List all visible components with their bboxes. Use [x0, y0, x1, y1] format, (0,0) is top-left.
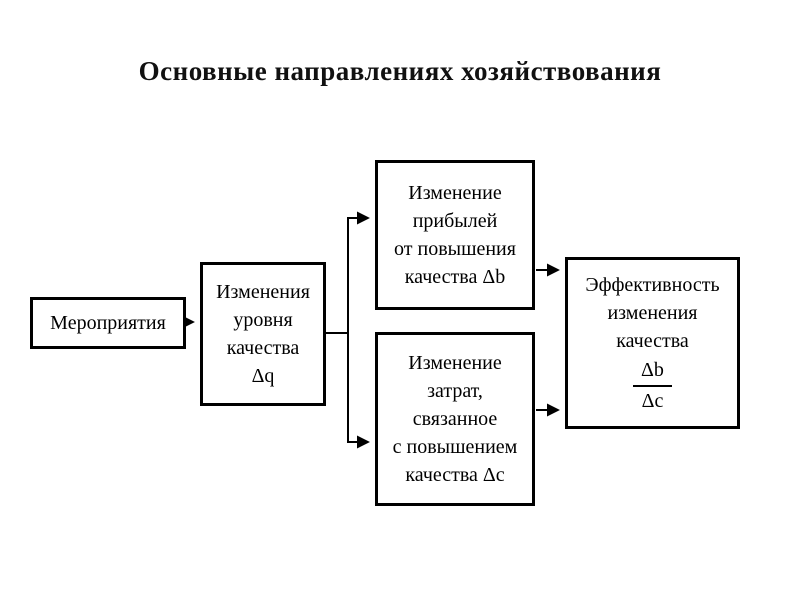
box-line: прибылей	[412, 210, 498, 232]
box-line: связанное	[412, 408, 498, 430]
box-line: затрат,	[427, 380, 483, 402]
box-line: качества Δb	[404, 266, 506, 288]
box-line: изменения	[607, 302, 698, 324]
box-efficiency-text: Эффективность изменения качества Δb Δc	[585, 271, 719, 415]
box-profit-change: Изменение прибылей от повышения качества…	[375, 160, 535, 310]
box-profit-change-text: Изменение прибылей от повышения качества…	[394, 179, 516, 291]
page-title: Основные направлениях хозяйствования	[138, 56, 662, 86]
box-line: Изменение	[408, 352, 502, 374]
box-quality-change: Изменения уровня качества Δq	[200, 262, 326, 406]
box-line: Мероприятия	[50, 312, 166, 334]
box-line: от повышения	[394, 238, 516, 260]
box-measures: Мероприятия	[30, 297, 186, 349]
box-line: Изменения	[216, 281, 310, 303]
box-line: Изменение	[408, 182, 502, 204]
box-line: качества	[616, 330, 689, 352]
efficiency-fraction: Δb Δc	[633, 358, 672, 414]
box-cost-change: Изменение затрат, связанное с повышением…	[375, 332, 535, 506]
box-cost-change-text: Изменение затрат, связанное с повышением…	[393, 349, 518, 489]
box-quality-change-text: Изменения уровня качества Δq	[216, 278, 310, 390]
box-line: качества	[226, 337, 300, 359]
box-efficiency: Эффективность изменения качества Δb Δc	[565, 257, 740, 429]
box-line: Эффективность	[585, 274, 720, 296]
box-line: с повышением	[392, 436, 518, 458]
box-line: качества Δc	[405, 464, 505, 486]
box-measures-text: Мероприятия	[50, 309, 166, 337]
fraction-denominator: Δc	[641, 390, 664, 412]
box-line: Δq	[251, 365, 275, 387]
box-line: уровня	[233, 309, 293, 331]
fraction-numerator: Δb	[633, 358, 672, 387]
